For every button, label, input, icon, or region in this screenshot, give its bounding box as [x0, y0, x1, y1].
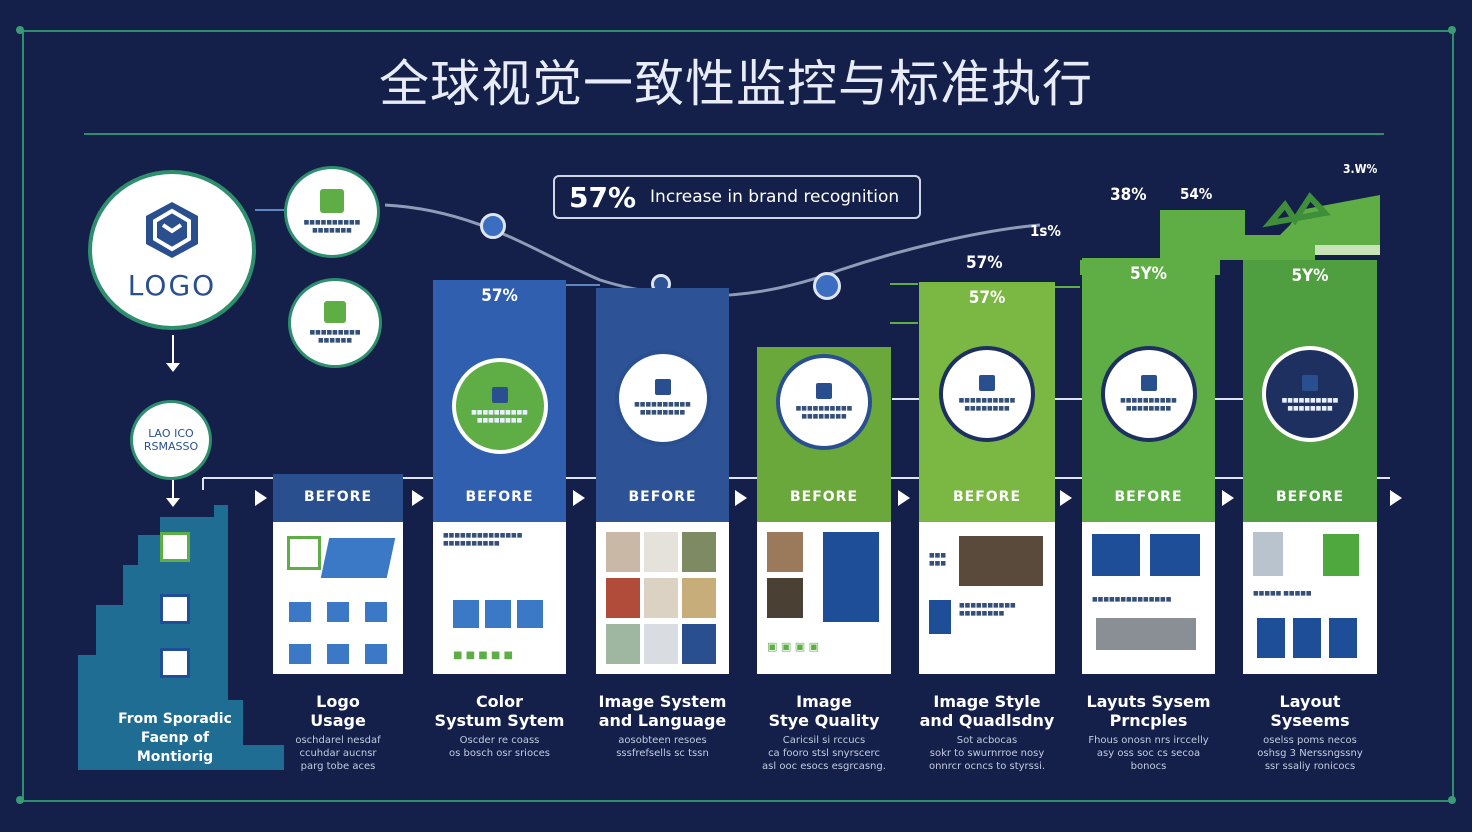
before-example-card — [596, 522, 729, 674]
step-description: Fhous onosn nrs irccelly asy oss soc cs … — [1088, 735, 1209, 772]
qr-icon — [1302, 375, 1318, 391]
micro-text: ■■■■■■■■■■■■■■■■■■ — [634, 401, 691, 416]
before-header: BEFORE — [433, 474, 566, 520]
recognition-callout: 57% Increase in brand recognition — [553, 175, 921, 219]
qr-icon — [816, 383, 832, 399]
step-icon-circle: ■■■■■■■■■■■■■■■■■■ — [451, 358, 548, 454]
curve-label: 1s% — [1030, 222, 1061, 240]
micro-text: ■■■■■■■■■■■■■■■■■■ — [471, 409, 528, 424]
before-header: BEFORE — [1082, 474, 1215, 520]
callout-text: Increase in brand recognition — [650, 187, 900, 207]
step-percent: 5Y% — [1129, 264, 1168, 284]
logo-small-circle: LАO ICO RSMASSO — [130, 400, 212, 480]
micro-text: ■■■■■■■■■■■■■■■■■■ — [795, 405, 853, 420]
qr-icon — [654, 379, 671, 395]
title-divider — [84, 133, 1384, 135]
curve-label: 3.W% — [1343, 162, 1378, 176]
step-label: Layout Syseems — [1270, 692, 1350, 730]
step-description: Oscder re coass os bosch osr srioces — [449, 735, 550, 759]
frame-corner-dot — [1448, 796, 1456, 804]
qr-icon — [160, 532, 190, 562]
step-percent: 57% — [968, 288, 1006, 308]
arrow-right-icon — [1060, 490, 1072, 506]
step-label: Layuts Sysem Prncples — [1086, 692, 1211, 730]
step-description: aosobteen resoes sssfrefsells sc tssn — [616, 735, 709, 759]
before-header: BEFORE — [1243, 474, 1377, 520]
cube-icon — [324, 301, 346, 323]
arrow-right-icon — [255, 490, 267, 506]
before-example-card: ■■■■■■■■■■■■■■ — [1082, 522, 1215, 674]
micro-text: ■■■■■■■■■■■■■■■■■■ — [1120, 397, 1177, 412]
info-circle: ■■■■■■■■■■■■■■■■■ — [284, 166, 380, 258]
cube-icon — [320, 189, 344, 213]
curve-node — [813, 272, 841, 300]
step-label: Logo Usage — [310, 692, 366, 730]
frame-corner-dot — [16, 796, 24, 804]
hexagon-logo-icon — [146, 201, 198, 258]
qr-icon — [160, 648, 190, 678]
outer-frame — [22, 30, 1454, 802]
step-percent: 57% — [481, 286, 518, 306]
logo-small-text: LАO ICO RSMASSO — [143, 427, 199, 453]
step-icon-circle: ■■■■■■■■■■■■■■■■■■ — [1262, 346, 1358, 442]
step-label: Color Systum Sytem — [434, 692, 565, 730]
step-label: Image Style and Quadlsdny — [919, 692, 1055, 730]
micro-text: ■■■■■■■■■■■■■■■ — [309, 329, 361, 344]
before-example-card: ■■■■■■■■■■■■■■■■■■■■■■■■■ ■ ■ ■ ■ — [433, 522, 566, 674]
step-icon-circle: ■■■■■■■■■■■■■■■■■■ — [939, 346, 1035, 442]
before-example-card: ▣ ▣ ▣ ▣ — [757, 522, 891, 674]
step-description: oselss poms necos oshsg 3 Nerssngssny ss… — [1257, 735, 1363, 772]
step-label: Image Stye Quality — [768, 692, 880, 730]
micro-text: ■■■■■■■■■■■■■■■■■■ — [958, 397, 1016, 412]
before-example-card: ■■■■■ ■■■■■ — [1243, 522, 1377, 674]
arrow-right-icon — [1390, 490, 1402, 506]
page-title: 全球视觉一致性监控与标准执行 — [379, 55, 1093, 113]
qr-icon — [1140, 375, 1157, 391]
step-description: Sot acbocas sokr to swurnrroe nosy onnrc… — [928, 735, 1046, 772]
frame-corner-dot — [16, 26, 24, 34]
step-icon-circle: ■■■■■■■■■■■■■■■■■■ — [776, 354, 872, 450]
info-circle: ■■■■■■■■■■■■■■■ — [288, 278, 382, 368]
start-block — [78, 505, 284, 770]
qr-icon — [160, 594, 190, 624]
step-icon-circle: ■■■■■■■■■■■■■■■■■■ — [1100, 346, 1197, 442]
arrow-right-icon — [898, 490, 910, 506]
before-example-card — [273, 522, 403, 674]
step-percent: 5Y% — [1291, 266, 1329, 286]
step-description: oschdarel nesdaf ccuhdar aucnsr parg tob… — [295, 735, 381, 772]
logo-circle: LOGO — [88, 170, 256, 330]
curve-node — [480, 213, 506, 239]
before-header: BEFORE — [273, 474, 403, 520]
step-description: Caricsil si rccucs ca fooro stsl snyrsce… — [762, 735, 886, 772]
before-header: BEFORE — [919, 474, 1055, 520]
logo-label: LOGO — [127, 268, 217, 302]
before-header: BEFORE — [757, 474, 891, 520]
arrow-right-icon — [573, 490, 585, 506]
before-example-card: ■■■■■■■■■■■■■■■■■■■■■■■■ — [919, 522, 1055, 674]
curve-label: 57% — [966, 253, 1003, 273]
micro-text: ■■■■■■■■■■■■■■■■■■ — [1281, 397, 1339, 412]
step-icon-circle: ■■■■■■■■■■■■■■■■■■ — [614, 350, 711, 446]
qr-icon — [979, 375, 995, 391]
step-label: Image System and Language — [598, 692, 727, 730]
start-label: From Sporadic Faenp of Montiorig — [118, 711, 232, 765]
callout-percent: 57% — [569, 180, 637, 214]
qr-icon — [491, 387, 508, 403]
arrow-right-icon — [735, 490, 747, 506]
arrow-right-icon — [1222, 490, 1234, 506]
before-header: BEFORE — [596, 474, 729, 520]
frame-corner-dot — [1448, 26, 1456, 34]
arrow-right-icon — [412, 490, 424, 506]
curve-label: 38% — [1110, 185, 1147, 205]
micro-text: ■■■■■■■■■■■■■■■■■ — [303, 219, 361, 234]
curve-label: 54% — [1180, 185, 1213, 203]
